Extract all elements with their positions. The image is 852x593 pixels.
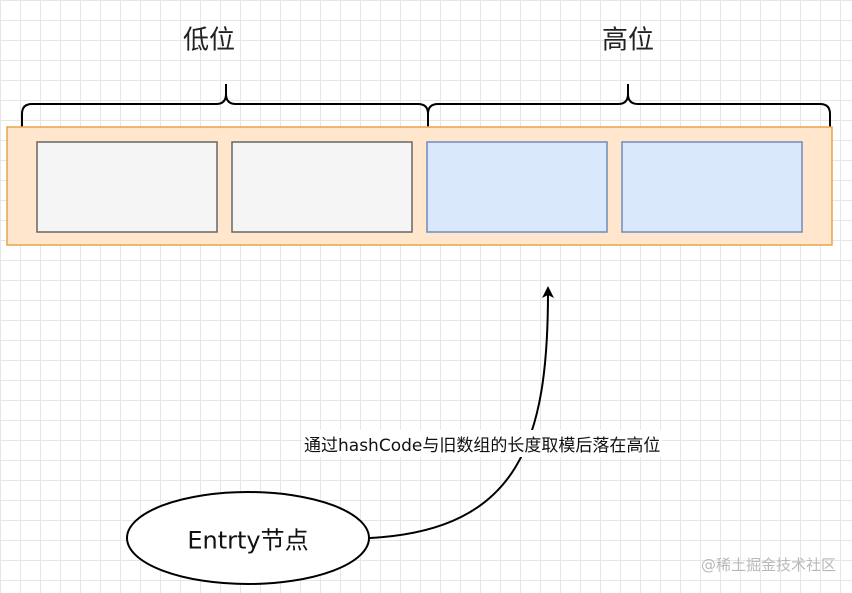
array-cell-low-1: [36, 141, 218, 233]
array-cell-high-2: [621, 141, 803, 233]
mapping-arrow: [369, 286, 554, 539]
watermark: @稀土掘金技术社区: [700, 556, 836, 574]
low-brace: [21, 84, 429, 128]
high-position-label: 高位: [601, 25, 655, 56]
arrow-caption: 通过hashCode与旧数组的长度取模后落在高位: [302, 430, 663, 457]
high-brace: [427, 84, 831, 128]
array-cell-high-1: [426, 141, 608, 233]
entry-node-label: Entrty节点: [187, 526, 309, 555]
array-cell-low-2: [231, 141, 413, 233]
low-position-label: 低位: [182, 25, 236, 56]
entry-node: [126, 491, 370, 585]
